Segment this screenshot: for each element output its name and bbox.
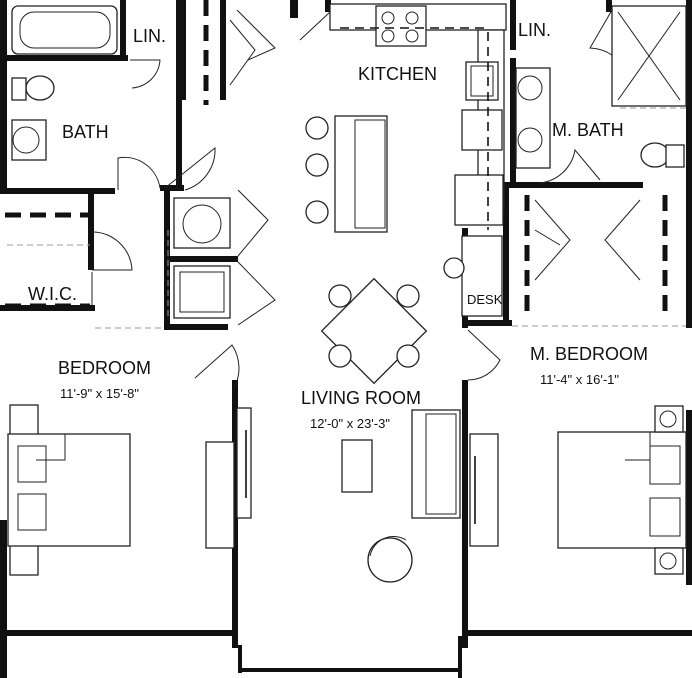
label-desk: DESK [467,292,503,307]
label-bedroom-dimensions: 11'-9" x 15'-8" [60,386,139,401]
room-labels: KITCHEN BATH LIN. LIN. M. BATH W.I.C. DE… [28,20,648,431]
label-master-bedroom-dimensions: 11'-4" x 16'-1" [540,372,619,387]
label-master-bedroom: M. BEDROOM [530,344,648,364]
label-living-room: LIVING ROOM [301,388,421,408]
label-lin-right: LIN. [518,20,551,40]
doors [91,9,641,389]
label-living-room-dimensions: 12'-0" x 23'-3" [310,416,390,431]
closet-dashes [5,0,686,329]
bath-fixtures [11,5,687,169]
label-wic: W.I.C. [28,284,77,304]
closet-fixtures [173,197,231,319]
label-lin-left: LIN. [133,26,166,46]
kitchen-fixtures [305,3,507,317]
master-bedroom-fixtures [469,405,687,575]
bedroom-fixtures [7,404,235,576]
label-kitchen: KITCHEN [358,64,437,84]
living-fixtures [236,277,461,583]
label-bedroom: BEDROOM [58,358,151,378]
label-m-bath: M. BATH [552,120,624,140]
label-bath: BATH [62,122,109,142]
